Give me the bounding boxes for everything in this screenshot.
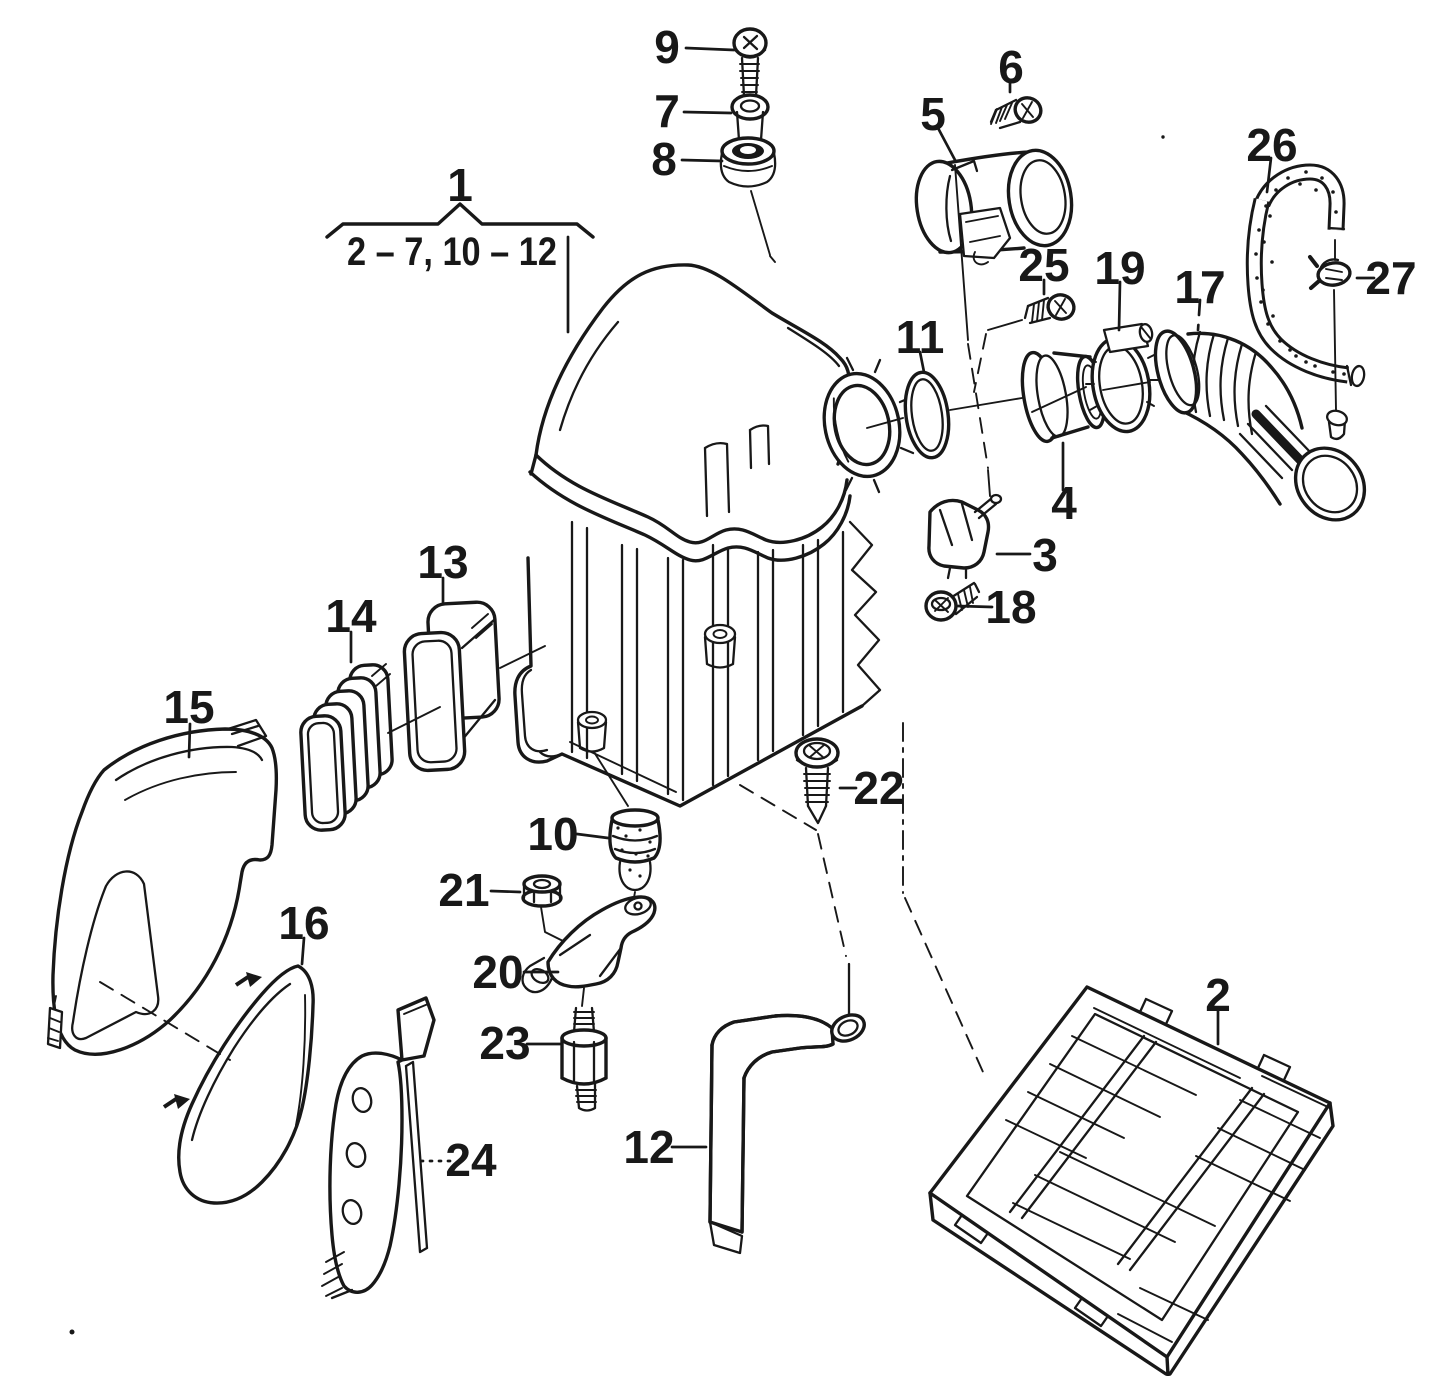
- part-22-screw: [794, 737, 840, 825]
- callout-2: 2: [1205, 969, 1231, 1021]
- callout-16: 16: [278, 897, 329, 949]
- callout-3: 3: [1032, 529, 1058, 581]
- callout-26: 26: [1246, 119, 1297, 171]
- callout-labels: 1 2 – 7, 10 – 12 23456789101112131415161…: [163, 21, 1416, 1186]
- part-27-spring-clamp: [1308, 255, 1352, 290]
- print-speck: [69, 1329, 75, 1335]
- callout-10: 10: [527, 808, 578, 860]
- callout-21: 21: [438, 864, 489, 916]
- filter-edge-tabs: [953, 997, 1292, 1328]
- assembly-group-number: 1: [447, 159, 473, 211]
- part-6-screw: [989, 96, 1043, 130]
- callout-5: 5: [920, 88, 946, 140]
- part-12-drain-pipe: [708, 962, 866, 1255]
- diagram-line-art: [46, 27, 1376, 1376]
- part-8-grommet: [719, 136, 777, 256]
- hose-speckles: [1254, 170, 1346, 376]
- part-7-spacer-bushing: [730, 93, 770, 145]
- callout-7: 7: [654, 85, 680, 137]
- part-26-vent-hose: [1245, 163, 1366, 411]
- part-20-bracket: [521, 895, 657, 1007]
- callout-20: 20: [472, 946, 523, 998]
- callout-14: 14: [325, 590, 377, 642]
- part-13-duct-adapter: [402, 600, 501, 773]
- part-17-intake-hose: [1153, 329, 1367, 522]
- callout-27: 27: [1365, 252, 1416, 304]
- part-10-rubber-buffer: [593, 751, 662, 904]
- callout-18: 18: [985, 581, 1036, 633]
- part-14-bellows: [299, 663, 394, 832]
- part-1-air-cleaner-housing: [513, 263, 915, 808]
- callout-4: 4: [1051, 477, 1077, 529]
- callout-25: 25: [1018, 239, 1069, 291]
- callout-9: 9: [654, 21, 680, 73]
- part-19-hose-clamp: [1085, 322, 1159, 434]
- part-24-support-bracket: [321, 996, 436, 1300]
- part-4-connecting-pipe: [1020, 350, 1107, 444]
- part-25-screw: [1023, 293, 1076, 325]
- part-21-nut: [521, 874, 586, 953]
- callout-15: 15: [163, 681, 214, 733]
- callout-23: 23: [479, 1017, 530, 1069]
- callout-17: 17: [1174, 261, 1225, 313]
- callout-19: 19: [1094, 242, 1145, 294]
- assembly-group-range: 2 – 7, 10 – 12: [347, 230, 557, 274]
- callout-22: 22: [853, 762, 904, 814]
- part-18-screw: [924, 581, 981, 622]
- leader-lines: [99, 46, 1376, 1163]
- part-15-intake-duct: [46, 718, 279, 1056]
- print-speck: [1161, 135, 1165, 139]
- callout-24: 24: [445, 1134, 497, 1186]
- part-3-bracket: [927, 493, 1003, 580]
- part-16-intake-duct-piece: [162, 964, 315, 1205]
- assembly-bracket: [325, 202, 595, 334]
- callout-6: 6: [998, 41, 1024, 93]
- callout-12: 12: [623, 1121, 674, 1173]
- retaining-clip-marks: [162, 972, 262, 1109]
- filter-pleat-hatching: [1005, 1007, 1331, 1343]
- part-2-filter-element: [928, 985, 1335, 1376]
- part-11-o-ring: [903, 370, 951, 460]
- part-5-air-flow-meter: [914, 148, 1074, 266]
- part-23-stud: [560, 1006, 608, 1112]
- callout-8: 8: [651, 133, 677, 185]
- callout-11: 11: [896, 311, 945, 363]
- callout-13: 13: [417, 536, 468, 588]
